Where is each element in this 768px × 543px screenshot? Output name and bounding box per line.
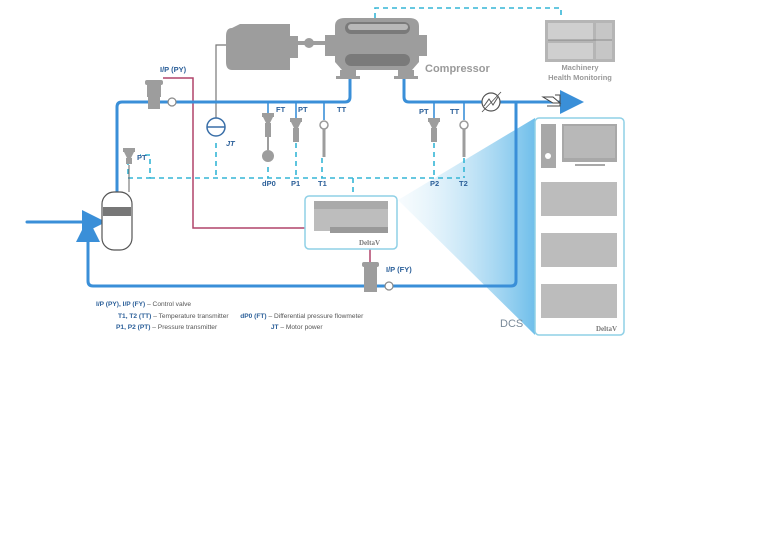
pt-vessel-transmitter-icon: [123, 148, 135, 164]
check-valve-icon: [541, 94, 562, 107]
mhm-label-line1: Machinery: [561, 63, 599, 72]
legend-row: P1, P2 (PT) – Pressure transmitter JT – …: [116, 324, 323, 332]
legend-row: T1, T2 (TT) – Temperature transmitter dP…: [118, 312, 364, 320]
jt-motor-power-meter-icon: [206, 117, 226, 137]
ft-dp-flowmeter-icon: [262, 113, 274, 162]
legend: I/P (PY), I/P (FY) – Control valve T1, T…: [96, 299, 363, 334]
deltav-brand-dcs: DeltaV: [596, 325, 617, 333]
deltav-controller-panel: [304, 195, 398, 250]
tt-t1-transmitter-icon: [319, 120, 329, 157]
signal-lines: [127, 7, 562, 196]
label-tt-discharge: TT: [450, 107, 460, 116]
label-p2: P2: [430, 179, 439, 188]
pt-p2-transmitter-icon: [428, 118, 440, 142]
separator-vessel-icon: [101, 165, 133, 251]
label-ip-py: I/P (PY): [160, 65, 187, 74]
dcs-beam: [398, 118, 535, 335]
mhm-label-line2: Health Monitoring: [548, 73, 612, 82]
instrument-taps: [267, 102, 465, 120]
dcs-label: DCS: [500, 318, 524, 330]
ip-fy-valve-icon: [362, 262, 394, 292]
label-p1: P1: [291, 179, 300, 188]
label-pt-suction: PT: [298, 105, 308, 114]
deltav-brand-local: DeltaV: [359, 239, 380, 247]
control-wires: [163, 77, 371, 262]
ip-py-valve-icon: [145, 80, 177, 109]
label-pt-vessel: PT: [137, 153, 147, 162]
legend-row: I/P (PY), I/P (FY) – Control valve: [96, 301, 192, 308]
dcs-panel: [534, 117, 625, 336]
label-t2: T2: [459, 179, 468, 188]
motor-power-line: [215, 44, 228, 118]
cooler-icon: [481, 91, 502, 113]
label-pt-discharge: PT: [419, 107, 429, 116]
label-dp0: dP0: [262, 179, 276, 188]
machinery-health-monitoring-rack: [545, 20, 615, 62]
label-tt-suction: TT: [337, 105, 347, 114]
label-t1: T1: [318, 179, 327, 188]
tt-t2-transmitter-icon: [459, 120, 469, 157]
label-jt: JT: [226, 139, 236, 148]
label-ip-fy: I/P (FY): [386, 265, 412, 274]
pt-p1-transmitter-icon: [290, 118, 302, 142]
compressor-icon: [325, 18, 427, 79]
pc-tower-icon: [541, 124, 556, 168]
compressor-label: Compressor: [425, 63, 491, 75]
motor-icon: [226, 24, 326, 70]
label-ft: FT: [276, 105, 286, 114]
